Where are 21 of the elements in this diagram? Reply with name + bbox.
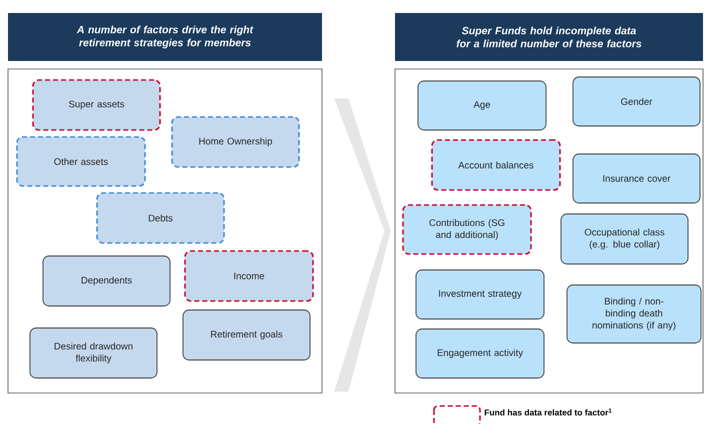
header-banner: Super Funds hold incomplete data for a limited number of these factors — [395, 13, 703, 61]
factor-box: Retirement goals — [182, 310, 310, 360]
factor-box: Engagement activity — [416, 328, 544, 378]
legend-text: Fund has data related to factor$^{1}$ — [484, 408, 612, 416]
factor-box: Account balances — [431, 139, 561, 191]
factor-box: Income — [184, 250, 314, 302]
factor-box: Contributions (SG and additional) — [402, 204, 532, 255]
header-banner: A number of factors drive the right retirement strategies for members — [8, 13, 322, 61]
factor-box: Insurance cover — [572, 154, 700, 204]
factor-box: Home Ownership — [171, 116, 300, 168]
factor-box: Age — [418, 80, 546, 130]
factor-box: Gender — [572, 76, 700, 126]
factor-box: Debts — [96, 192, 225, 244]
factor-box: Binding / non-binding death nominations (if any) — [566, 284, 702, 344]
factor-box: Dependents — [42, 256, 170, 306]
factor-box: Super assets — [32, 79, 161, 131]
factor-box: Occupational class (e.g. blue collar) — [560, 214, 688, 264]
factor-box: Investment strategy — [416, 270, 544, 320]
chevron-arrow — [334, 98, 391, 392]
factor-box: Desired drawdown flexibility — [30, 328, 158, 378]
factor-box: Other assets — [16, 136, 146, 187]
